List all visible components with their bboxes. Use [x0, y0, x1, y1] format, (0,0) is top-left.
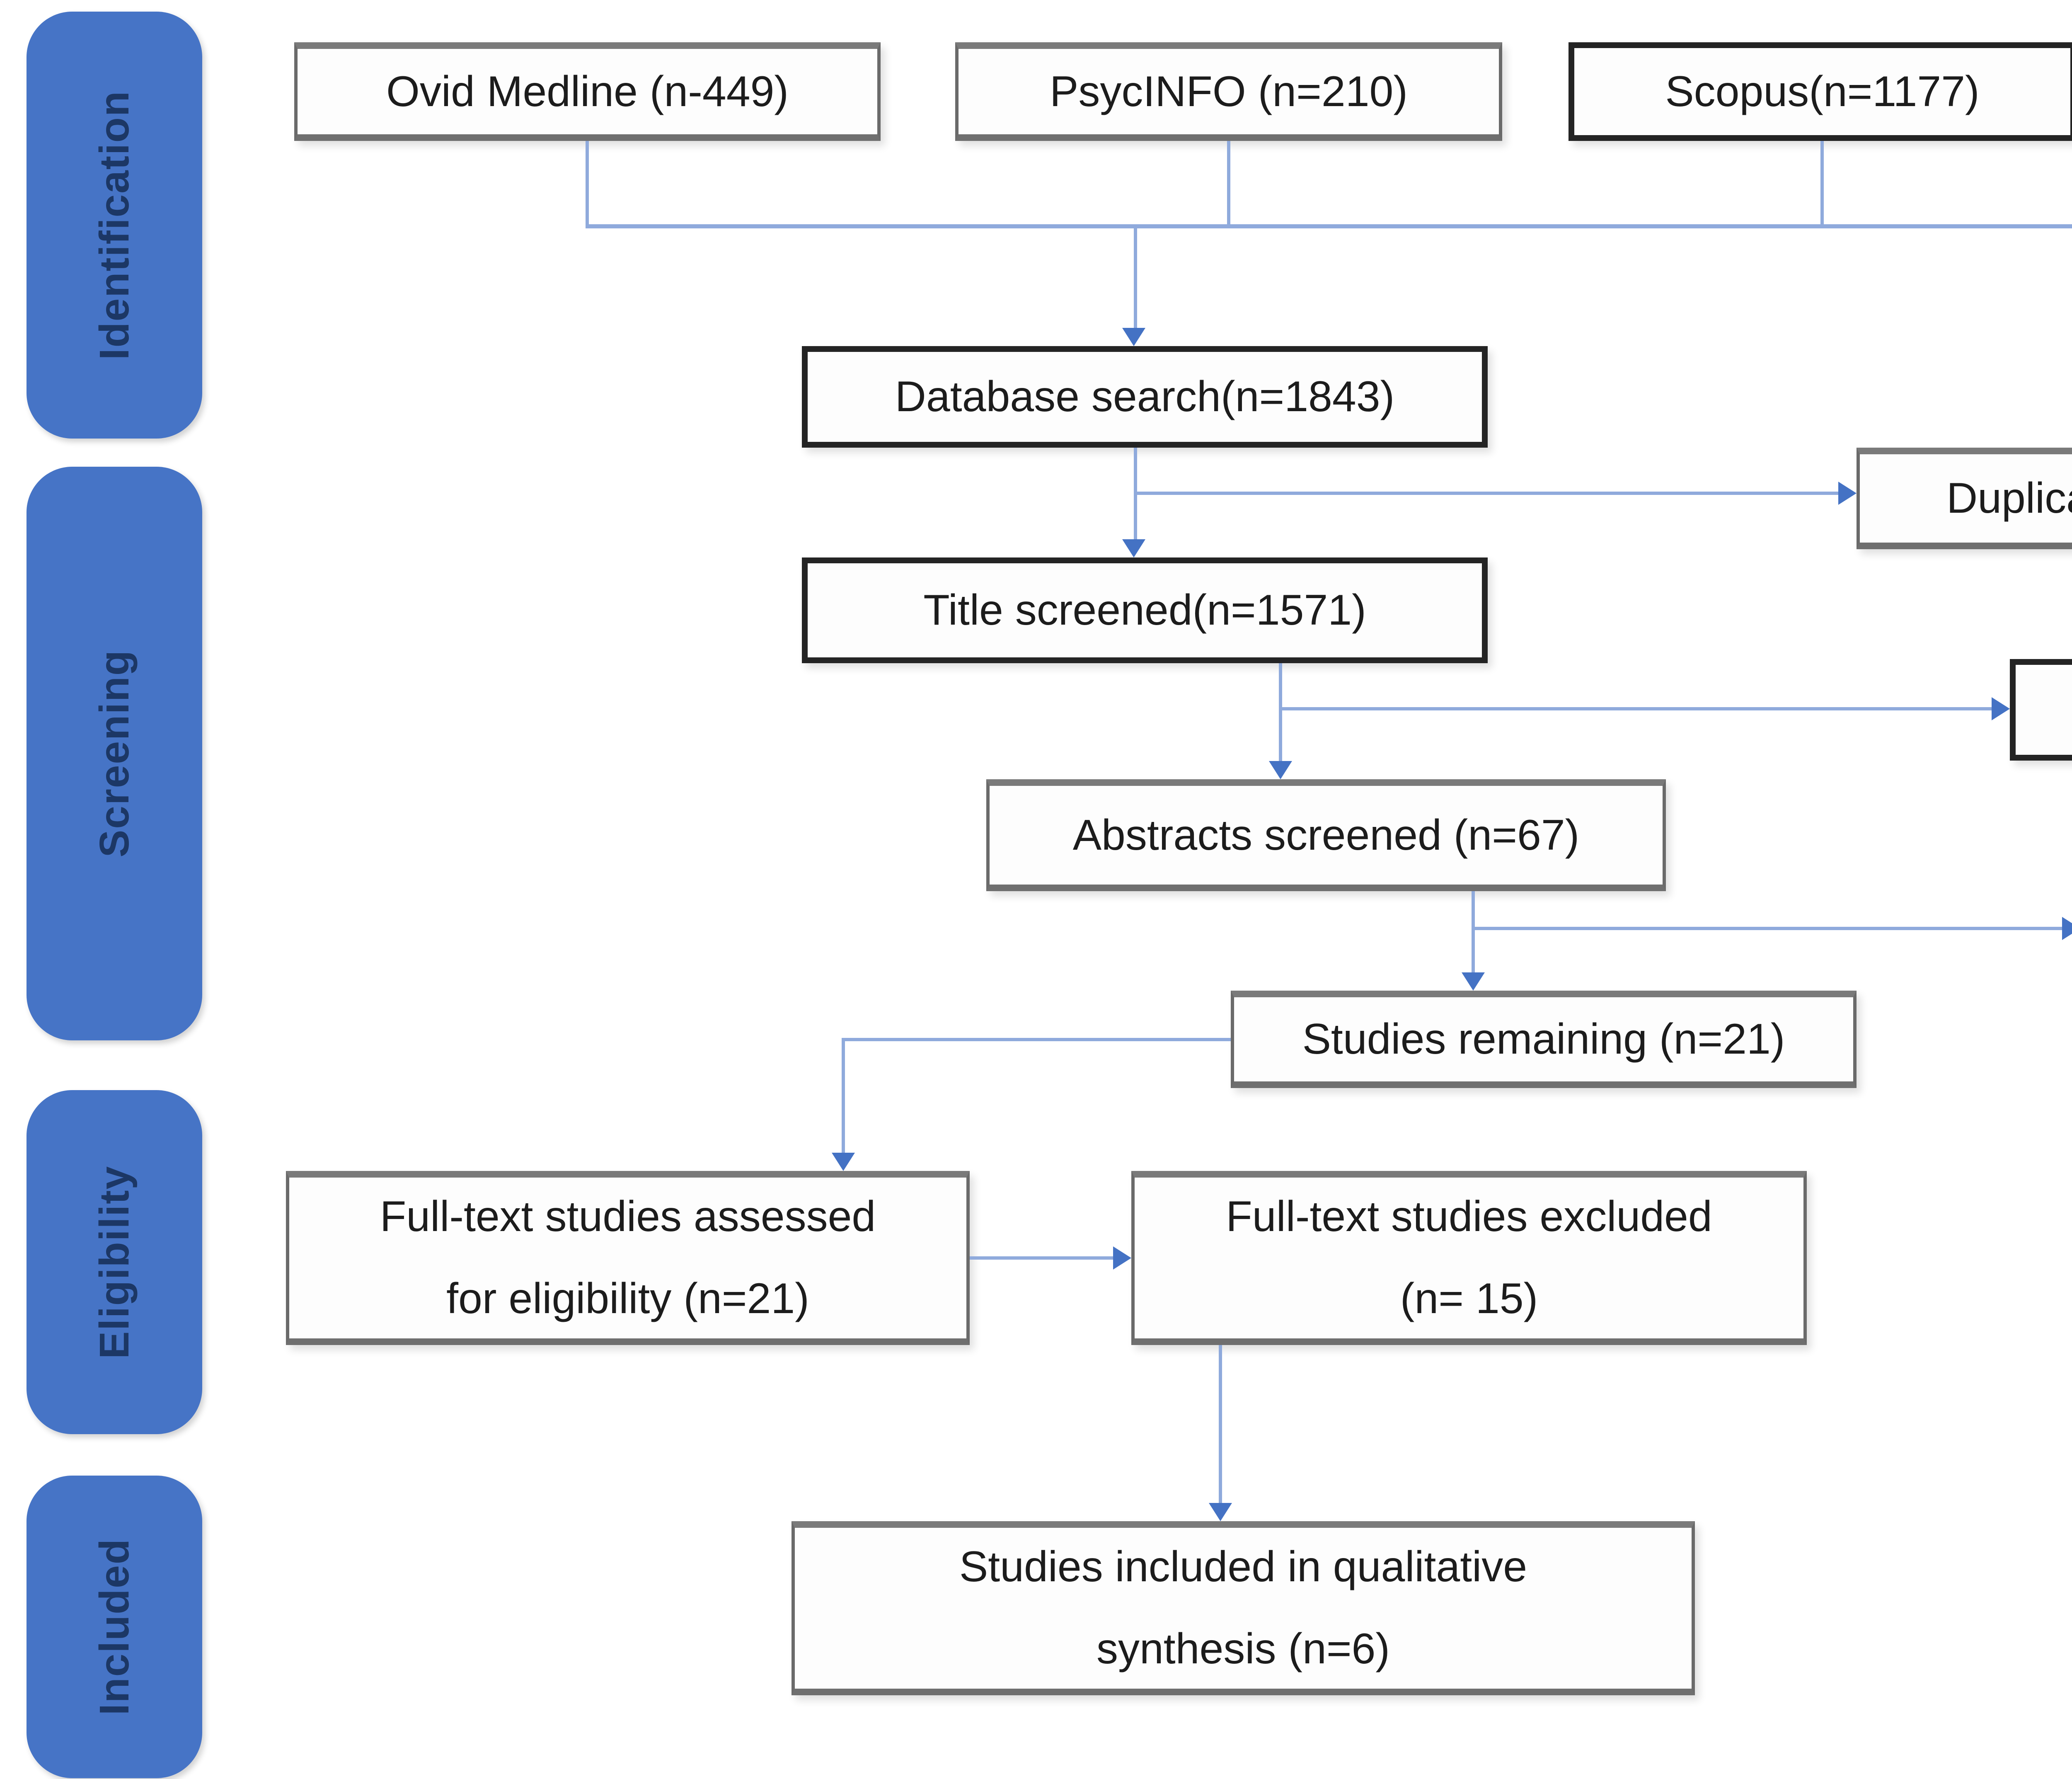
box-scopus-label: Scopus(n=1177): [1665, 67, 1980, 116]
box-psycinfo: PsycINFO (n=210): [955, 42, 1502, 141]
box-studies-removed: Studies removed(n=1504): [2010, 659, 2072, 761]
connector-title-to-abstracts: [1279, 663, 1282, 762]
arrow-into-studies-excluded: [2062, 917, 2072, 940]
connector-bus-line: [586, 224, 2072, 228]
stage-band-identification: Identification: [27, 12, 202, 439]
connector-ovid-to-bus: [586, 141, 589, 226]
box-database-search-label: Database search(n=1843): [895, 373, 1395, 421]
arrow-into-fulltext-assessed: [832, 1153, 855, 1171]
connector-remaining-elbow-vertical: [842, 1038, 845, 1153]
box-duplicates-removed-label: Duplicate studies removed (n=272): [1946, 474, 2072, 523]
connector-psycinfo-to-bus: [1227, 141, 1230, 226]
stage-band-included: Included: [27, 1476, 202, 1778]
box-database-search: Database search(n=1843): [802, 346, 1488, 448]
connector-bus-to-database: [1134, 226, 1137, 329]
box-fulltext-excluded: Full-text studies excluded (n= 15): [1131, 1171, 1807, 1345]
connector-assessed-to-excluded: [970, 1256, 1113, 1260]
arrow-into-studies-removed: [1992, 697, 2010, 720]
box-qualitative-synthesis: Studies included in qualitative synthesi…: [792, 1521, 1695, 1695]
box-duplicates-removed: Duplicate studies removed (n=272): [1857, 448, 2072, 549]
box-title-screened: Title screened(n=1571): [802, 557, 1488, 663]
box-scopus: Scopus(n=1177): [1569, 42, 2072, 141]
arrow-into-qualitative-synthesis: [1209, 1503, 1232, 1521]
arrow-into-fulltext-excluded: [1113, 1246, 1131, 1270]
box-ovid-medline-label: Ovid Medline (n-449): [386, 67, 789, 116]
box-studies-remaining: Studies remaining (n=21): [1231, 991, 1857, 1088]
box-qualitative-synthesis-label: Studies included in qualitative synthesi…: [959, 1543, 1527, 1673]
box-abstracts-screened: Abstracts screened (n=67): [986, 779, 1666, 891]
connector-excluded-to-synthesis: [1219, 1345, 1222, 1503]
stage-band-screening: Screening: [27, 467, 202, 1040]
arrow-into-studies-remaining: [1462, 972, 1485, 991]
connector-branch-duplicates: [1134, 492, 1838, 495]
box-fulltext-assessed: Full-text studies assessed for eligibili…: [286, 1171, 970, 1345]
arrow-into-duplicates-removed: [1838, 482, 1857, 505]
stage-band-eligibility-label: Eligibility: [91, 1165, 138, 1359]
stage-band-included-label: Included: [91, 1538, 138, 1716]
stage-band-eligibility: Eligibility: [27, 1090, 202, 1434]
box-psycinfo-label: PsycINFO (n=210): [1049, 67, 1408, 116]
box-fulltext-assessed-label: Full-text studies assessed for eligibili…: [380, 1192, 876, 1323]
box-ovid-medline: Ovid Medline (n-449): [294, 42, 881, 141]
box-fulltext-excluded-label: Full-text studies excluded (n= 15): [1226, 1192, 1712, 1323]
connector-branch-studies-excluded: [1472, 927, 2062, 930]
box-title-screened-label: Title screened(n=1571): [923, 586, 1366, 635]
arrow-into-title-screened: [1122, 539, 1145, 557]
connector-abstracts-to-remaining: [1472, 891, 1475, 972]
connector-scopus-to-bus: [1820, 141, 1824, 226]
connector-branch-studies-removed: [1279, 707, 1992, 710]
stage-band-screening-label: Screening: [91, 650, 138, 858]
stage-band-identification-label: Identification: [91, 90, 138, 360]
box-studies-remaining-label: Studies remaining (n=21): [1302, 1015, 1785, 1064]
arrow-into-abstracts-screened: [1269, 761, 1292, 779]
connector-remaining-elbow-horizontal: [842, 1038, 1231, 1041]
arrow-into-database-search: [1122, 328, 1145, 346]
box-abstracts-screened-label: Abstracts screened (n=67): [1072, 811, 1580, 859]
